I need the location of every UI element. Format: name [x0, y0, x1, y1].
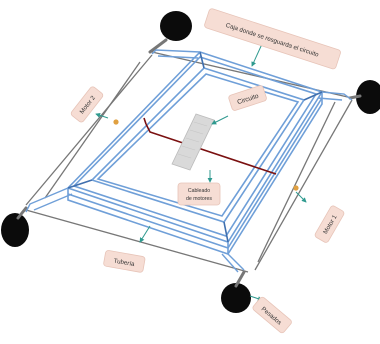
- circuit-board: [171, 113, 215, 171]
- label-cableado-line-2: de motores: [186, 196, 212, 202]
- circuit-board-texture: [177, 121, 208, 159]
- arrow-caja: [251, 43, 263, 67]
- post-bottom: [223, 221, 229, 243]
- cable-line: [145, 123, 277, 175]
- axle-top-left: [148, 38, 168, 54]
- corner-posts: [67, 51, 323, 243]
- rod-right: [254, 99, 353, 271]
- label-motor2-box: [70, 86, 104, 123]
- label-tuberia-group: Tubería: [103, 250, 146, 273]
- label-circuito-group: Circuito: [228, 85, 267, 111]
- arrow-tuberia: [139, 225, 151, 243]
- label-tuberia: Tubería: [113, 258, 136, 269]
- board-line-2: [189, 129, 204, 135]
- board-line-1: [193, 121, 208, 127]
- axle-bottom: [234, 270, 246, 288]
- leg-right-2: [317, 97, 343, 101]
- cable-tick: [143, 117, 147, 125]
- motor-cable: [143, 117, 277, 175]
- frame-inner-2: [96, 73, 300, 217]
- frame-side-bottom-right: [227, 92, 323, 255]
- wheel-top-left: [160, 11, 192, 41]
- post-left: [67, 179, 93, 189]
- motor-2-marker: [113, 119, 119, 125]
- pipe-legs: [25, 49, 353, 273]
- label-caja-box: [204, 8, 341, 70]
- label-cableado-line-1: Cableado: [188, 188, 210, 194]
- rod-left: [25, 54, 153, 206]
- label-cableado-group: Cableado de motores: [177, 182, 221, 206]
- label-circuito-box: [228, 85, 267, 111]
- leg-right: [321, 91, 353, 101]
- arrow-circuito: [211, 115, 229, 125]
- motors: [113, 119, 299, 191]
- rod-left-inner: [44, 61, 141, 199]
- label-motor1-box: [314, 205, 345, 243]
- rod-right-inner: [257, 101, 336, 263]
- axle-left: [16, 206, 28, 220]
- wheel-right: [356, 80, 380, 114]
- axle-stubs: [16, 38, 362, 288]
- leg-bottom-2: [221, 253, 239, 273]
- rod-bottom: [25, 209, 249, 273]
- board-line-4: [181, 145, 196, 151]
- board-line-3: [185, 137, 200, 143]
- leg-top-2: [157, 55, 199, 59]
- label-cableado-box: [177, 182, 221, 206]
- leg-top: [151, 49, 201, 55]
- label-tuberia-box: [103, 250, 146, 273]
- axle-right: [348, 94, 362, 100]
- label-pesados-group: Pesados: [252, 296, 292, 334]
- label-pesados-box: [252, 296, 292, 334]
- arrow-motor1: [295, 191, 307, 203]
- leg-left-2: [33, 193, 73, 211]
- wheels: [1, 11, 380, 313]
- wheel-bottom: [221, 283, 251, 313]
- wheel-left: [1, 213, 29, 247]
- frame-side-mid-1: [67, 193, 229, 249]
- leg-bottom: [227, 253, 245, 271]
- leg-left: [25, 187, 69, 213]
- post-top: [199, 51, 205, 69]
- label-motor1-group: Motor 1: [314, 205, 345, 243]
- arrow-motor2: [95, 112, 109, 119]
- callout-arrows: [95, 43, 307, 302]
- post-right: [303, 91, 323, 101]
- motor-1-marker: [293, 185, 299, 191]
- board-line-5: [177, 153, 192, 159]
